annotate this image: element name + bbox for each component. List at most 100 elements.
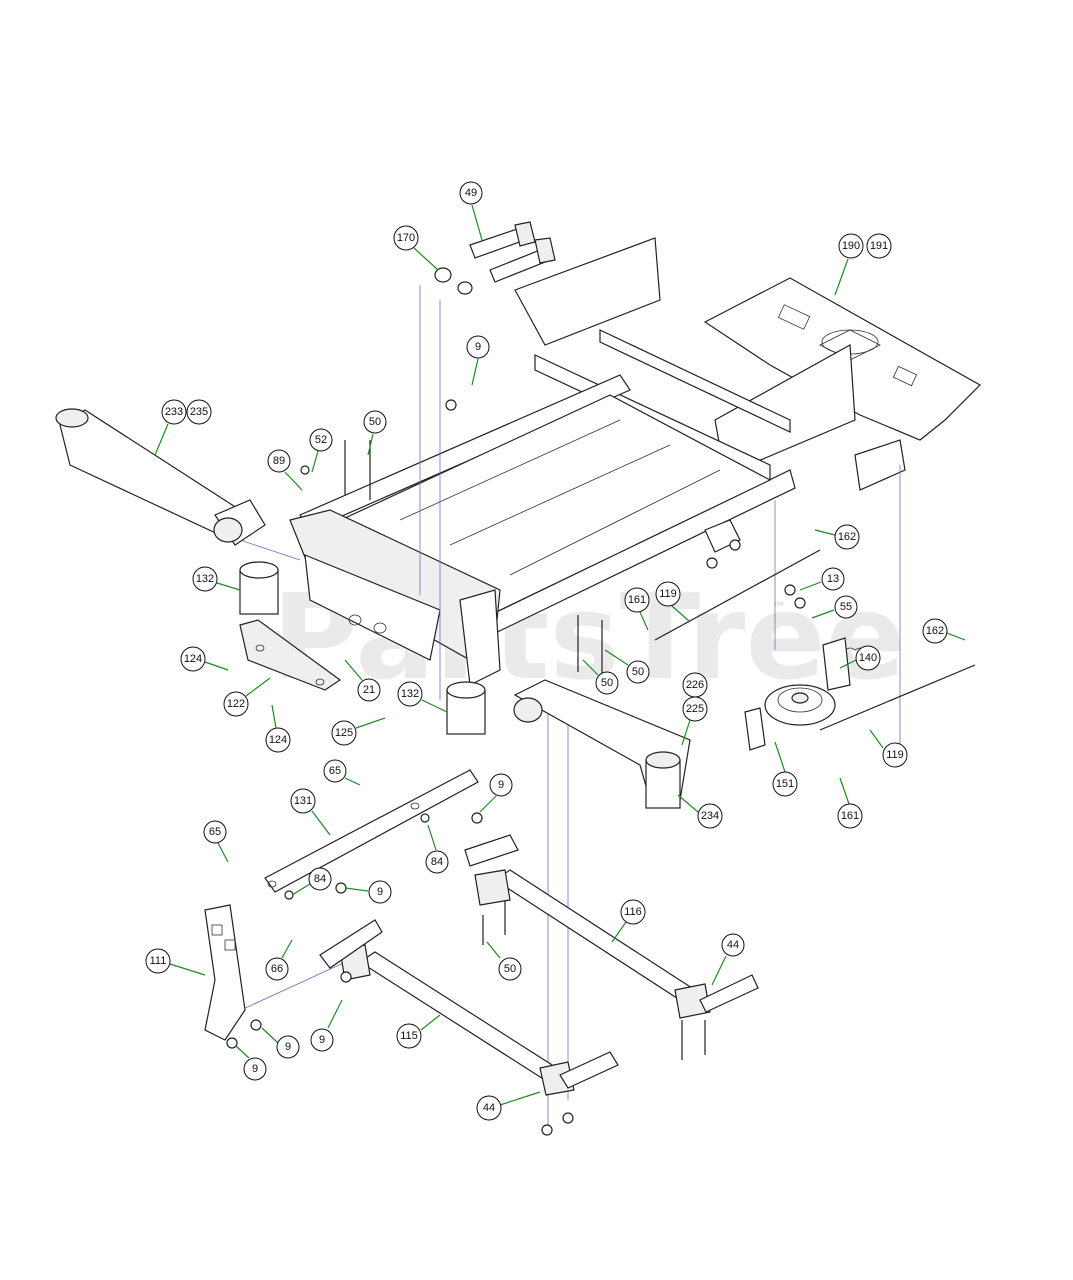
callout-111: 111 — [145, 948, 206, 976]
svg-text:132: 132 — [401, 688, 419, 700]
watermark-trademark: ™ — [772, 600, 786, 616]
svg-text:124: 124 — [269, 734, 287, 746]
right-arm — [513, 679, 691, 809]
svg-text:44: 44 — [483, 1102, 495, 1114]
callout-50-low: 50 — [582, 659, 619, 695]
svg-text:21: 21 — [363, 684, 375, 696]
svg-text:162: 162 — [926, 625, 944, 637]
left-arm — [55, 408, 266, 546]
callout-132-upper: 132 — [192, 566, 241, 592]
svg-text:191: 191 — [870, 240, 888, 252]
callout-44-right: 44 — [711, 933, 745, 986]
callout-50-mid: 50 — [604, 649, 650, 684]
callout-9-lower: 9 — [310, 999, 343, 1052]
callout-49: 49 — [459, 181, 483, 241]
svg-text:9: 9 — [252, 1063, 258, 1075]
callout-190: 190 — [834, 233, 864, 296]
callout-151: 151 — [772, 741, 798, 797]
svg-text:55: 55 — [840, 601, 852, 613]
axle-115 — [319, 919, 619, 1096]
callout-65-top: 65 — [323, 759, 361, 786]
svg-text:235: 235 — [190, 406, 208, 418]
callout-124-left: 124 — [180, 646, 229, 672]
svg-text:122: 122 — [227, 698, 245, 710]
callouts: 49 170 190 191 9 233 235 50 52 89 162 13… — [145, 181, 966, 1121]
callout-116: 116 — [611, 899, 646, 943]
svg-text:161: 161 — [628, 594, 646, 606]
callout-119-lower: 119 — [869, 729, 908, 768]
svg-text:50: 50 — [369, 416, 381, 428]
svg-text:9: 9 — [319, 1034, 325, 1046]
lever-131 — [264, 769, 479, 893]
svg-text:50: 50 — [601, 677, 613, 689]
bracket-122 — [239, 619, 342, 691]
svg-text:50: 50 — [504, 963, 516, 975]
idler-pulley — [744, 637, 866, 751]
callout-131: 131 — [290, 788, 331, 836]
callout-84-left: 84 — [291, 867, 332, 896]
svg-text:119: 119 — [886, 749, 904, 761]
svg-text:50: 50 — [632, 666, 644, 678]
callout-234: 234 — [677, 794, 723, 829]
svg-text:233: 233 — [165, 406, 183, 418]
svg-text:234: 234 — [701, 810, 719, 822]
svg-text:131: 131 — [294, 795, 312, 807]
callout-9-lever: 9 — [344, 880, 392, 904]
svg-text:65: 65 — [329, 765, 341, 777]
svg-text:119: 119 — [659, 588, 677, 600]
svg-text:89: 89 — [273, 455, 285, 467]
callout-50-bottom: 50 — [486, 941, 522, 981]
callout-115: 115 — [396, 1014, 441, 1049]
svg-text:190: 190 — [842, 240, 860, 252]
callout-161-lower: 161 — [837, 777, 863, 829]
svg-text:66: 66 — [271, 963, 283, 975]
callout-9-plate: 9 — [261, 1027, 300, 1059]
svg-text:140: 140 — [859, 652, 877, 664]
callout-84-right: 84 — [425, 824, 449, 874]
callout-9-top: 9 — [466, 335, 490, 386]
hardware — [226, 399, 806, 1136]
callout-235: 235 — [186, 399, 212, 425]
callout-55: 55 — [811, 595, 858, 619]
callout-225: 225 — [681, 696, 708, 746]
callout-13: 13 — [799, 567, 845, 591]
svg-text:84: 84 — [431, 856, 443, 868]
axle-116 — [464, 834, 759, 1019]
callout-9-bottom: 9 — [235, 1045, 267, 1081]
callout-21: 21 — [344, 659, 381, 702]
callout-162-upper: 162 — [814, 524, 860, 550]
svg-text:225: 225 — [686, 703, 704, 715]
svg-text:132: 132 — [196, 573, 214, 585]
callout-122: 122 — [223, 677, 271, 717]
rods-119 — [654, 549, 976, 731]
callout-44-bottom: 44 — [476, 1091, 541, 1121]
callout-125: 125 — [331, 717, 386, 746]
svg-text:161: 161 — [841, 810, 859, 822]
svg-text:226: 226 — [686, 679, 704, 691]
callout-119-upper: 119 — [655, 581, 691, 623]
svg-text:151: 151 — [776, 778, 794, 790]
svg-text:116: 116 — [624, 906, 642, 918]
callout-191: 191 — [866, 233, 892, 259]
svg-text:9: 9 — [475, 341, 481, 353]
svg-text:111: 111 — [150, 955, 167, 967]
callout-170: 170 — [393, 225, 439, 271]
svg-text:162: 162 — [838, 531, 856, 543]
callout-52: 52 — [309, 428, 333, 473]
callout-162-right: 162 — [922, 618, 966, 644]
svg-text:13: 13 — [827, 573, 839, 585]
callout-9-mid: 9 — [479, 773, 513, 813]
callout-161-upper: 161 — [624, 587, 650, 631]
svg-text:9: 9 — [498, 779, 504, 791]
svg-text:115: 115 — [400, 1030, 418, 1042]
svg-text:125: 125 — [335, 727, 353, 739]
svg-text:124: 124 — [184, 653, 202, 665]
svg-text:170: 170 — [397, 232, 415, 244]
callout-132-lower: 132 — [397, 681, 448, 713]
svg-text:65: 65 — [209, 826, 221, 838]
svg-text:52: 52 — [315, 434, 327, 446]
callout-65-left: 65 — [203, 820, 229, 863]
callout-140: 140 — [839, 645, 881, 671]
plate-111 — [204, 904, 246, 1041]
